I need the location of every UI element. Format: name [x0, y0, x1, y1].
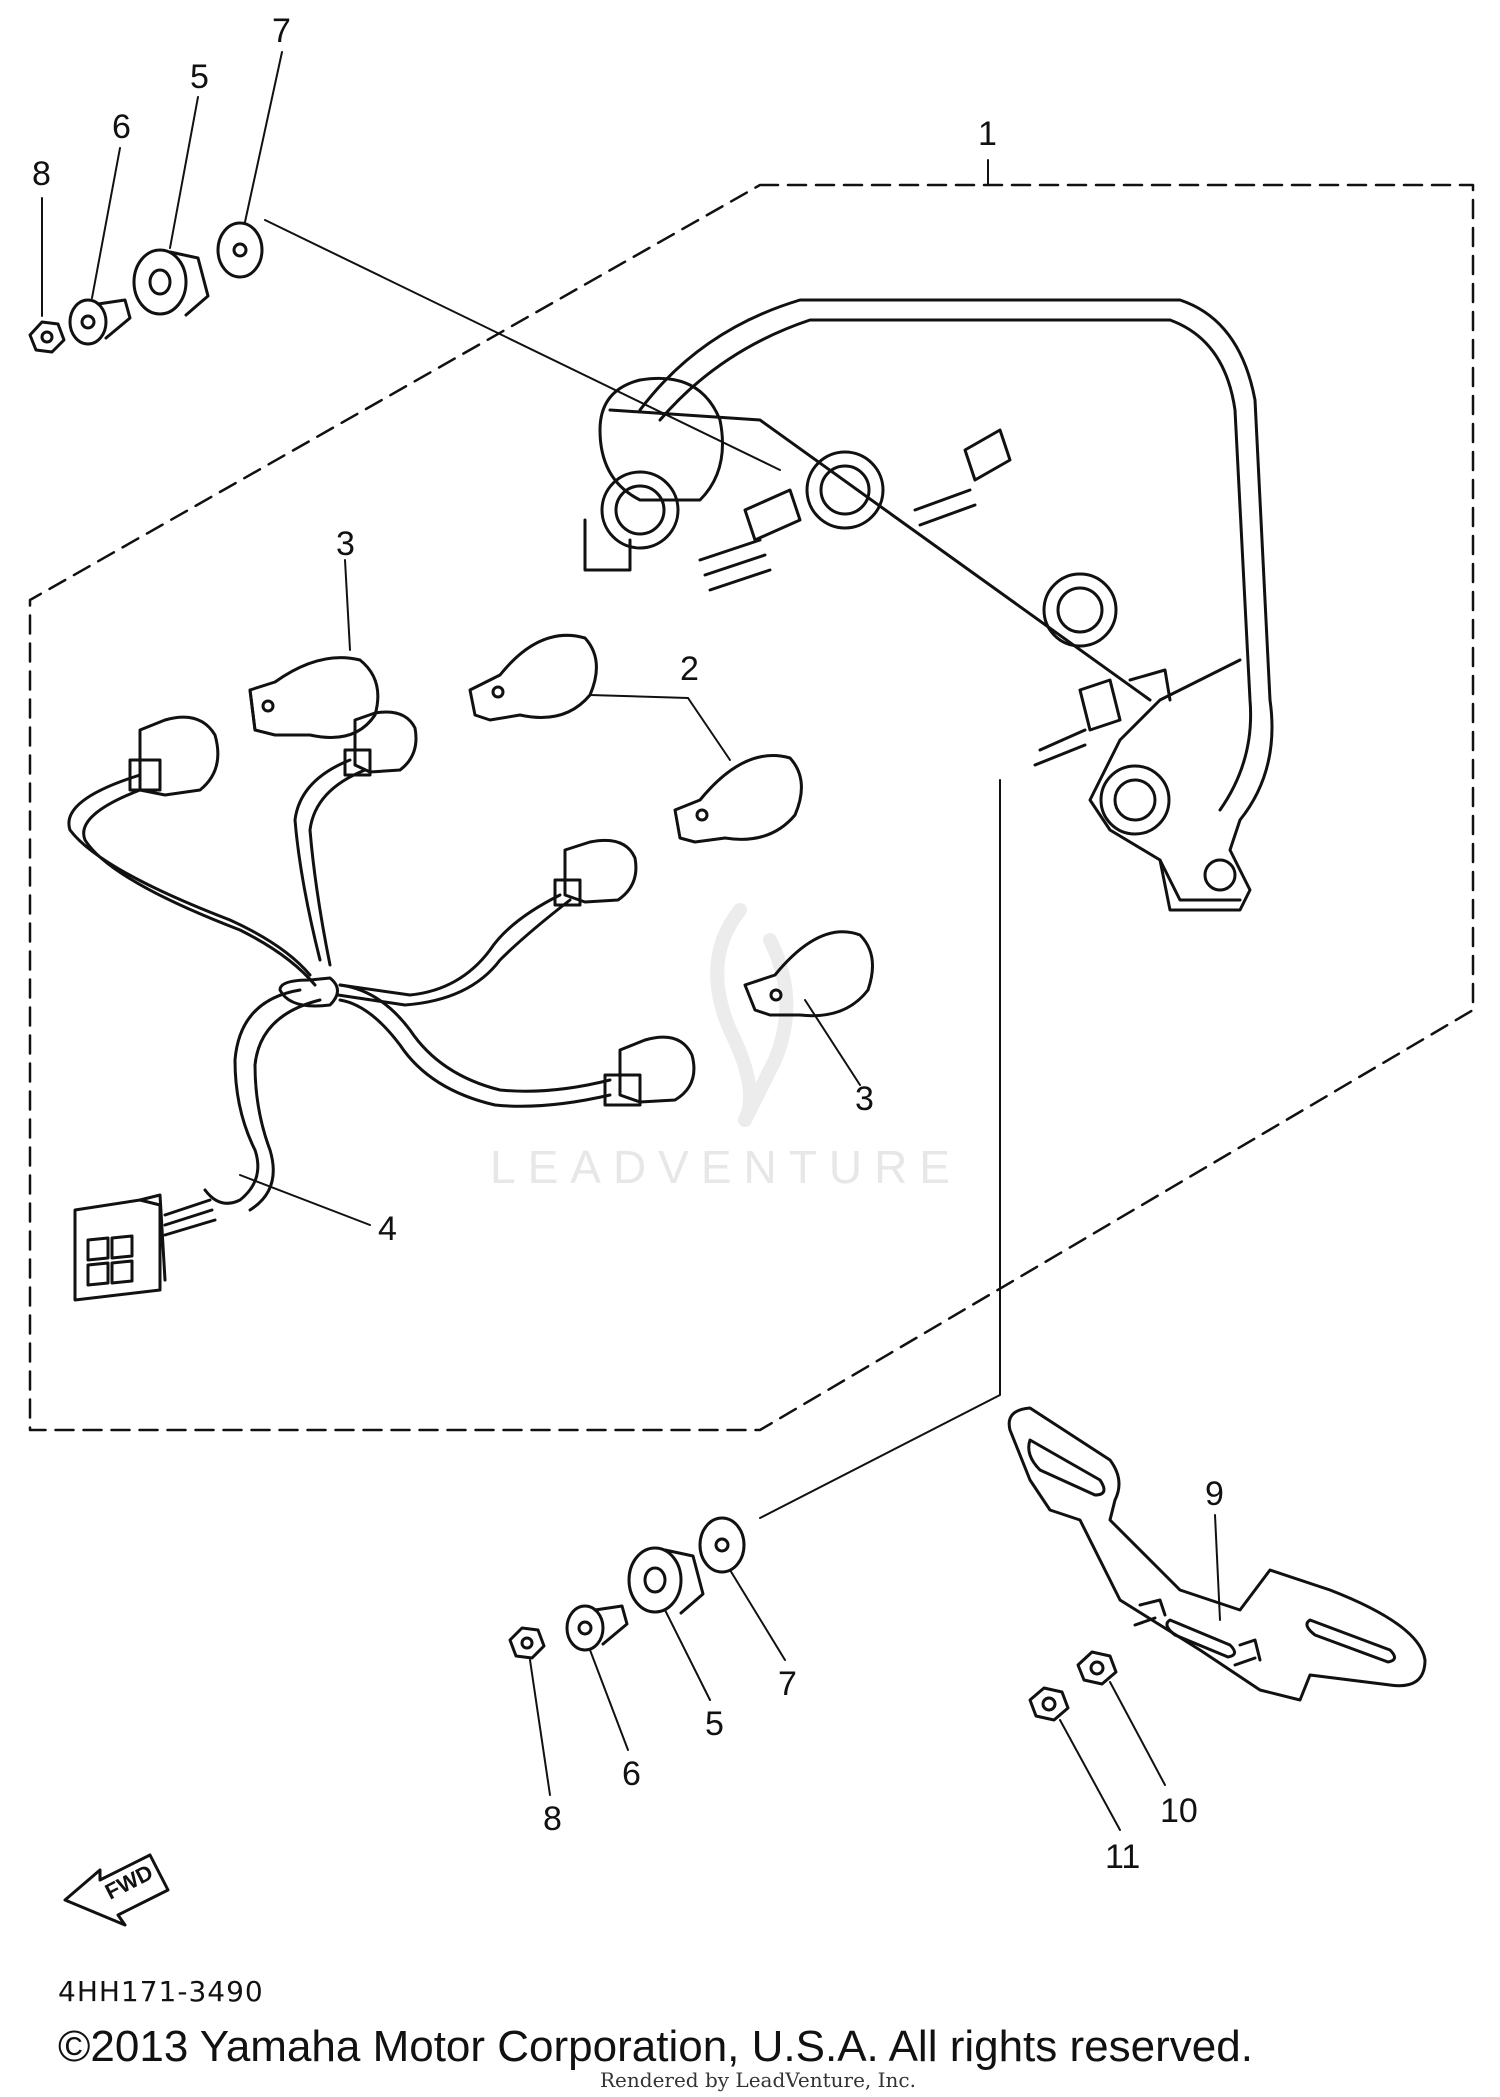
- leader-7-top: [244, 51, 283, 223]
- leader-3-lower: [804, 999, 861, 1086]
- callout-3-upper: 3: [336, 525, 355, 563]
- rendered-by-text: Rendered by LeadVenture, Inc.: [600, 2068, 916, 2092]
- leader-9: [1214, 1514, 1221, 1621]
- leader-grommet-bottom: [759, 779, 1001, 1519]
- bulb-2-upper: [468, 633, 598, 722]
- fwd-arrow-icon: FWD: [63, 1853, 170, 1927]
- leader-grommet-top: [264, 219, 781, 471]
- leader-7-bottom: [729, 1569, 786, 1661]
- part-code: 4HH171-3490: [58, 1975, 264, 2008]
- fastener-group-top: [28, 221, 264, 354]
- callout-10: 10: [1160, 1792, 1198, 1830]
- callout-8-top: 8: [32, 155, 51, 193]
- bulb-3-lower: [743, 930, 874, 1018]
- bulb-3-upper: [248, 656, 380, 739]
- callout-1: 1: [978, 115, 997, 153]
- wire-harness: [67, 710, 696, 1302]
- callout-9: 9: [1205, 1475, 1224, 1513]
- leader-5-bottom: [664, 1609, 711, 1701]
- leader-5-top: [169, 96, 199, 249]
- leader-8-bottom: [529, 1659, 551, 1796]
- leader-11: [1059, 1719, 1121, 1831]
- callout-7-bottom: 7: [778, 1665, 797, 1703]
- leader-6-bottom: [589, 1649, 629, 1751]
- fastener-group-bottom: [508, 1516, 746, 1660]
- leader-10: [1109, 1681, 1166, 1786]
- callout-6-top: 6: [112, 108, 131, 146]
- license-bracket: [1007, 1406, 1427, 1702]
- callout-5-bottom: 5: [705, 1705, 724, 1743]
- leader-4: [239, 1174, 371, 1226]
- watermark-text: LEADVENTURE: [490, 1141, 962, 1193]
- leader-2-a: [589, 694, 689, 699]
- leader-2-b: [687, 697, 731, 761]
- nut-10: [1076, 1650, 1118, 1686]
- bulb-2-lower: [673, 754, 803, 844]
- callout-8-bottom: 8: [543, 1800, 562, 1838]
- callouts: 1 2 3 3 4 5 6 7 8 5 6 7 8 9 10 11: [32, 12, 1224, 1876]
- callout-7-top: 7: [272, 12, 291, 50]
- callout-4: 4: [378, 1210, 397, 1248]
- leader-6-top: [91, 147, 121, 299]
- watermark-logo: [710, 903, 794, 1127]
- callout-2: 2: [680, 650, 699, 688]
- callout-5-top: 5: [190, 58, 209, 96]
- assembly-boundary: [28, 183, 1475, 1432]
- tail-light-housing: [583, 298, 1274, 912]
- copyright-text: ©2013 Yamaha Motor Corporation, U.S.A. A…: [58, 2022, 1253, 2071]
- nut-11: [1028, 1686, 1070, 1722]
- callout-3-lower: 3: [855, 1080, 874, 1118]
- callout-11: 11: [1105, 1838, 1140, 1876]
- callout-6-bottom: 6: [622, 1755, 641, 1793]
- leader-3-upper: [344, 559, 351, 651]
